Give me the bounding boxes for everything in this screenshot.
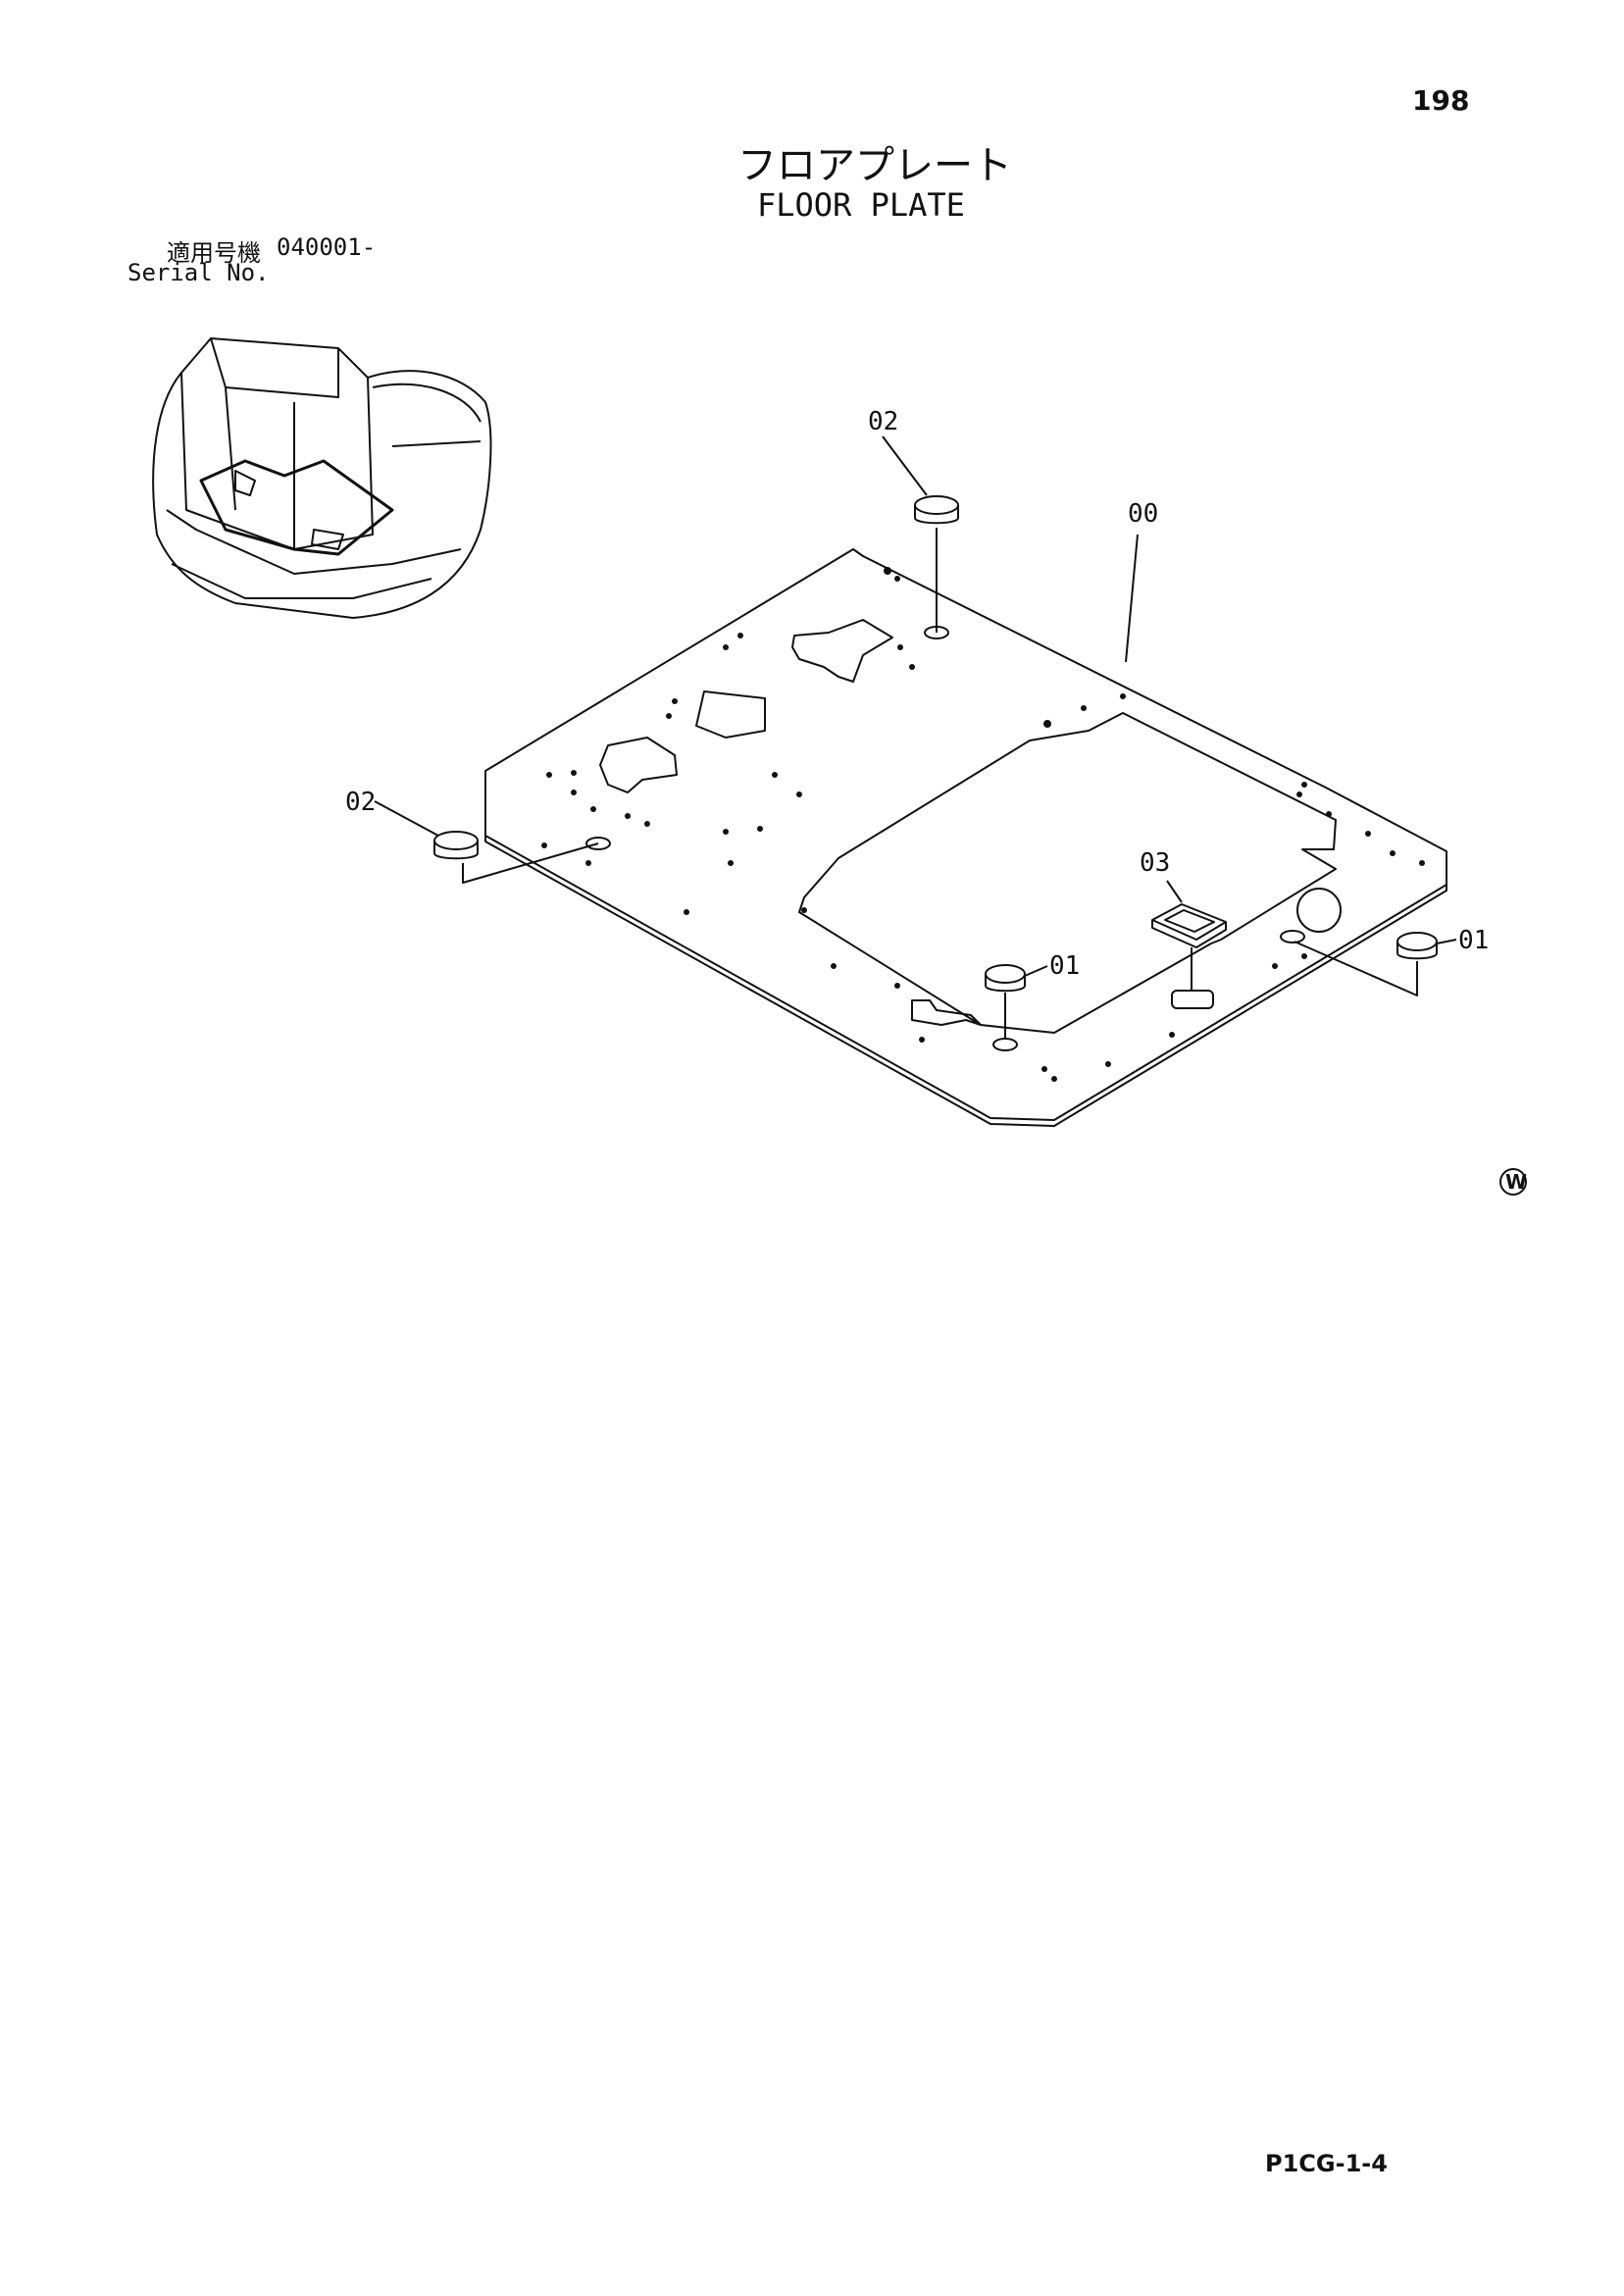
document-code: P1CG-1-4: [1265, 2150, 1388, 2177]
callout-cap-right: 01: [1458, 926, 1489, 955]
cab-thumbnail-illustration: [152, 337, 492, 619]
cap-right: [1294, 932, 1438, 996]
seal: [1151, 903, 1227, 991]
floor-plate: [484, 548, 1447, 1127]
leader-line-cap-center: [1024, 965, 1048, 977]
serial-label-english: Serial No.: [127, 259, 270, 286]
cap-center: [985, 964, 1026, 1040]
callout-grommet-top: 02: [868, 407, 898, 436]
leader-line-plate: [1125, 534, 1139, 663]
callout-seal: 03: [1140, 848, 1170, 878]
callout-plate: 00: [1128, 499, 1158, 529]
w-mark-circle: [1499, 1168, 1527, 1196]
callout-cap-center: 01: [1049, 951, 1080, 981]
title-english: FLOOR PLATE: [757, 186, 965, 224]
grommet-left: [433, 831, 599, 884]
serial-label-japanese: 適用号機: [167, 239, 261, 267]
leader-line-grommet-top: [882, 435, 928, 496]
leader-line-seal: [1166, 880, 1183, 903]
leader-line-grommet-left: [374, 800, 439, 837]
callout-grommet-left: 02: [345, 788, 376, 817]
serial-range: 040001-: [277, 233, 377, 261]
title-japanese: フロアプレート: [737, 143, 1012, 188]
page-number: 198: [1412, 84, 1470, 117]
grommet-top: [914, 495, 959, 633]
leader-line-cap-right: [1436, 939, 1457, 944]
w-mark-letter: W: [1505, 1170, 1527, 1194]
